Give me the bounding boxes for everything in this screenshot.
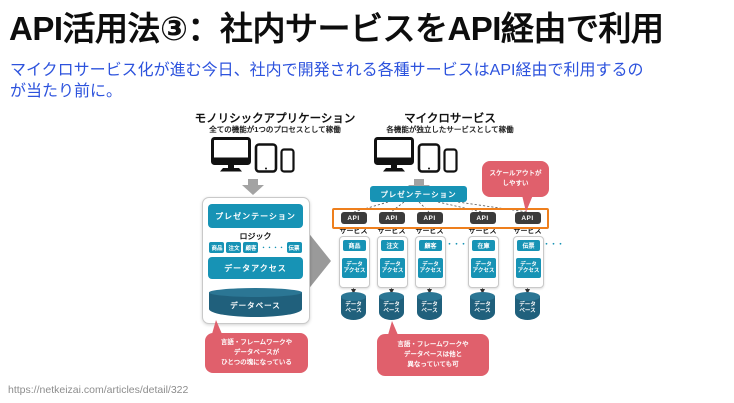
api-row-highlight <box>332 208 549 229</box>
service-name-box: 顧客 <box>419 240 442 251</box>
note-tail <box>388 321 398 335</box>
service-panel: 顧客 データ アクセス <box>415 236 446 288</box>
monitor-icon <box>211 137 251 172</box>
api-chip: API <box>340 212 367 224</box>
monolith-database-cylinder: データベース <box>209 288 302 317</box>
arrow-right-icon <box>307 231 331 291</box>
service-name-box: 注文 <box>381 240 404 251</box>
monitor-icon <box>374 137 414 172</box>
api-chip: API <box>416 212 443 224</box>
logic-item: 注文 <box>226 242 242 253</box>
note-line: ひとつの塊になっている <box>221 359 292 367</box>
service-name-box: 在庫 <box>472 240 495 251</box>
service-panel: 注文 データ アクセス <box>377 236 408 288</box>
tablet-icon <box>254 143 278 173</box>
client-devices <box>374 137 458 173</box>
ellipsis-dots: ・・・・ <box>260 246 285 252</box>
service-label: サービス <box>468 228 497 235</box>
arrow-down-icon <box>242 179 264 195</box>
service-name-box: 商品 <box>343 240 366 251</box>
client-devices <box>211 137 295 173</box>
micro-subtitle: 各機能が独立したサービスとして稼働 <box>386 125 514 134</box>
database-cylinder: データ ベース <box>417 292 442 320</box>
service-panel: 在庫 データ アクセス <box>468 236 499 288</box>
ellipsis-dots: ・・・ <box>543 241 564 248</box>
service-panel: 商品 データ アクセス <box>339 236 370 288</box>
scale-out-bubble: スケールアウトが しやすい <box>482 161 549 197</box>
monolith-panel: プレゼンテーション ロジック 商品 注文 顧客 ・・・・ 伝票 データアクセス … <box>202 197 310 324</box>
api-chip: API <box>378 212 405 224</box>
data-access-box: データ アクセス <box>471 258 496 278</box>
service-column: API サービス 注文 データ アクセス データ ベース <box>377 212 408 322</box>
logic-item: 顧客 <box>243 242 259 253</box>
service-column: API サービス 在庫 データ アクセス データ ベース <box>468 212 499 322</box>
database-cylinder: データ ベース <box>379 292 404 320</box>
service-label: サービス <box>339 228 368 235</box>
database-cylinder: データ ベース <box>515 292 540 320</box>
monolith-note-bubble: 言語・フレームワークや データベースが ひとつの塊になっている <box>205 333 308 373</box>
smartphone-icon <box>443 148 458 173</box>
service-column: API サービス 商品 データ アクセス データ ベース <box>339 212 370 322</box>
source-url: https://netkeizai.com/articles/detail/32… <box>8 384 189 396</box>
monolith-logic-row: 商品 注文 顧客 ・・・・ 伝票 <box>203 242 308 253</box>
database-cylinder: データ ベース <box>470 292 495 320</box>
service-column: API サービス 顧客 データ アクセス データ ベース <box>415 212 446 322</box>
logic-item: 伝票 <box>286 242 302 253</box>
note-tail <box>212 320 222 334</box>
page-title: API活用法③：社内サービスをAPI経由で利用 <box>9 10 664 47</box>
service-panel: 伝票 データ アクセス <box>513 236 544 288</box>
note-line: 言語・フレームワークや <box>220 338 293 346</box>
database-cylinder: データ ベース <box>341 292 366 320</box>
monolith-logic-label: ロジック <box>239 232 272 241</box>
note-line: データベースが <box>233 348 280 356</box>
api-chip: API <box>469 212 496 224</box>
note-line: 言語・フレームワークや <box>397 340 469 348</box>
note-tail <box>522 195 533 212</box>
monolith-subtitle: 全ての機能が1つのプロセスとして稼働 <box>209 125 341 134</box>
note-line: しやすい <box>502 180 529 187</box>
monolith-database-label: データベース <box>230 301 281 310</box>
monolith-data-access-box: データアクセス <box>208 257 303 279</box>
data-access-box: データ アクセス <box>516 258 541 278</box>
micro-note-bubble: 言語・フレームワークや データベースは他と 異なっていても可 <box>377 334 489 376</box>
note-line: データベースは他と <box>403 350 463 358</box>
micro-presentation-box: プレゼンテーション <box>370 186 467 202</box>
note-line: 異なっていても可 <box>407 361 459 369</box>
monolith-title: モノリシックアプリケーション <box>194 113 356 125</box>
monolith-presentation-box: プレゼンテーション <box>208 204 303 228</box>
logic-item: 商品 <box>209 242 225 253</box>
data-access-box: データ アクセス <box>342 258 367 278</box>
data-access-box: データ アクセス <box>380 258 405 278</box>
service-label: サービス <box>415 228 444 235</box>
service-column: API サービス 伝票 データ アクセス データ ベース <box>513 212 544 322</box>
service-name-box: 伝票 <box>517 240 540 251</box>
data-access-box: データ アクセス <box>418 258 443 278</box>
api-chip: API <box>514 212 541 224</box>
smartphone-icon <box>280 148 295 173</box>
micro-title: マイクロサービス <box>404 113 496 125</box>
tablet-icon <box>417 143 441 173</box>
note-line: スケールアウトが <box>489 169 542 177</box>
service-label: サービス <box>513 228 542 235</box>
ellipsis-dots: ・・・ <box>446 241 467 248</box>
service-label: サービス <box>377 228 406 235</box>
page-subtitle: マイクロサービス化が進む今日、社内で開発される各種サービスはAPI経由で利用する… <box>10 62 644 101</box>
